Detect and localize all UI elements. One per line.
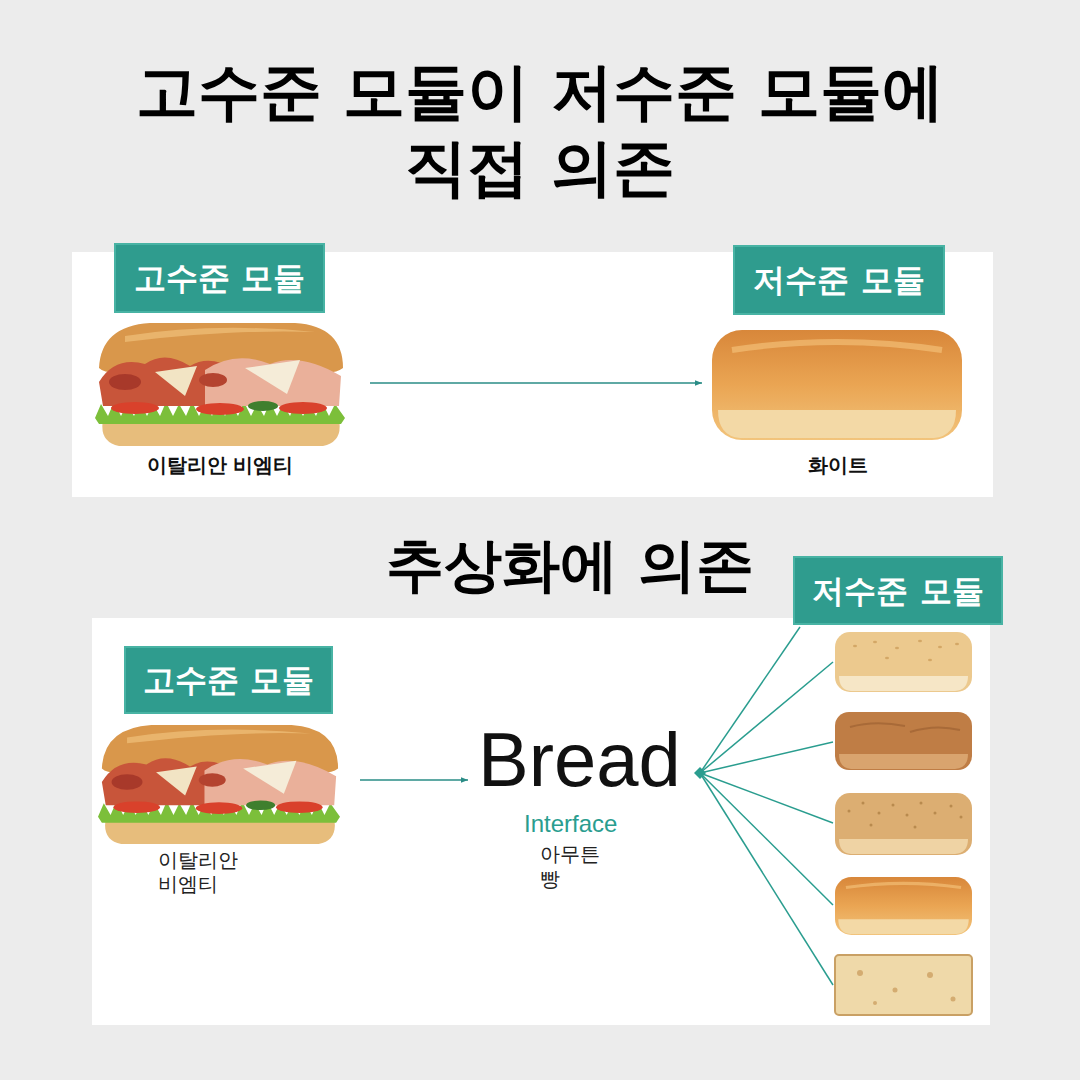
spot: [927, 972, 933, 978]
seeds: [853, 640, 959, 661]
title: 고수준 모듈이 저수준 모듈에 직접 의존: [130, 54, 950, 206]
caption-text: 화이트: [712, 453, 964, 477]
sandwich-picture: [95, 323, 345, 446]
tag-text: 고수준 모듈: [134, 257, 305, 299]
fan-hub: [694, 767, 706, 779]
seed: [892, 804, 895, 807]
fan-line: [700, 773, 833, 823]
caption-text: 이탈리안 비엠티: [90, 453, 350, 477]
dependency-arrow: [360, 779, 468, 781]
fan-line: [700, 662, 833, 773]
module-tag: 저수준 모듈: [793, 556, 1003, 625]
bread-body: [835, 793, 972, 855]
seed: [934, 812, 937, 815]
seed: [862, 802, 865, 805]
section-heading: 추상화에 의존: [300, 528, 840, 602]
module-tag: 고수준 모듈: [114, 243, 325, 313]
title-wrap: 고수준 모듈이 저수준 모듈에 직접 의존: [0, 54, 1080, 206]
fan-line: [700, 773, 833, 905]
spot: [951, 997, 956, 1002]
module-tag: 저수준 모듈: [733, 245, 945, 315]
interface-node: BreadInterface 아무튼 빵: [478, 720, 700, 892]
seed: [928, 659, 932, 661]
caption-text: 이탈리안 비엠티: [158, 848, 253, 896]
sandwich-picture: [98, 725, 340, 844]
flatbread-body: [835, 955, 972, 1015]
seed: [853, 645, 857, 647]
seed: [873, 641, 877, 643]
seed: [955, 643, 959, 645]
seed: [906, 814, 909, 817]
seed: [918, 640, 922, 642]
seed: [885, 657, 889, 659]
bread-option: [835, 877, 972, 935]
bread-bottom: [839, 676, 968, 691]
tag-text: 저수준 모듈: [753, 259, 924, 301]
module-tag: 고수준 모듈: [124, 646, 333, 714]
panel: [72, 252, 993, 497]
seed: [920, 802, 923, 805]
flatbread-spots: [857, 970, 956, 1005]
bread-option: [835, 955, 972, 1015]
bread-node: 화이트: [712, 330, 964, 477]
bread-body: [835, 632, 972, 692]
seed: [878, 812, 881, 815]
fan-line: [700, 773, 833, 985]
seed: [848, 810, 851, 813]
seed: [870, 824, 873, 827]
dependency-arrow: [370, 382, 702, 384]
bread-option: [835, 632, 972, 692]
spot: [873, 1001, 877, 1005]
sandwich-node: 이탈리안 비엠티: [90, 318, 350, 477]
bread-body: [835, 712, 972, 770]
bread-bottom: [839, 754, 968, 769]
interface-text: 아무튼 빵: [540, 842, 610, 892]
fan-lines: [700, 627, 833, 985]
fan-line: [700, 742, 833, 773]
seed: [914, 826, 917, 829]
seed: [895, 647, 899, 649]
seeds: [848, 802, 963, 829]
sandwich-node: 이탈리안 비엠티: [98, 722, 340, 896]
white-bread-picture: [712, 330, 962, 440]
bread-option: [835, 712, 972, 770]
spot: [857, 970, 863, 976]
panel: [92, 618, 990, 1025]
interface-text: Bread: [478, 720, 700, 800]
spot: [893, 988, 898, 993]
bread-option: [835, 793, 972, 855]
bread-bottom: [839, 839, 968, 854]
tag-text: 저수준 모듈: [812, 570, 983, 612]
fan-line: [700, 627, 800, 773]
seed: [960, 816, 963, 819]
bread-texture: [850, 723, 960, 732]
tag-text: 고수준 모듈: [143, 659, 314, 701]
seed: [938, 646, 942, 648]
interface-text: Interface: [524, 810, 700, 838]
seed: [950, 805, 953, 808]
